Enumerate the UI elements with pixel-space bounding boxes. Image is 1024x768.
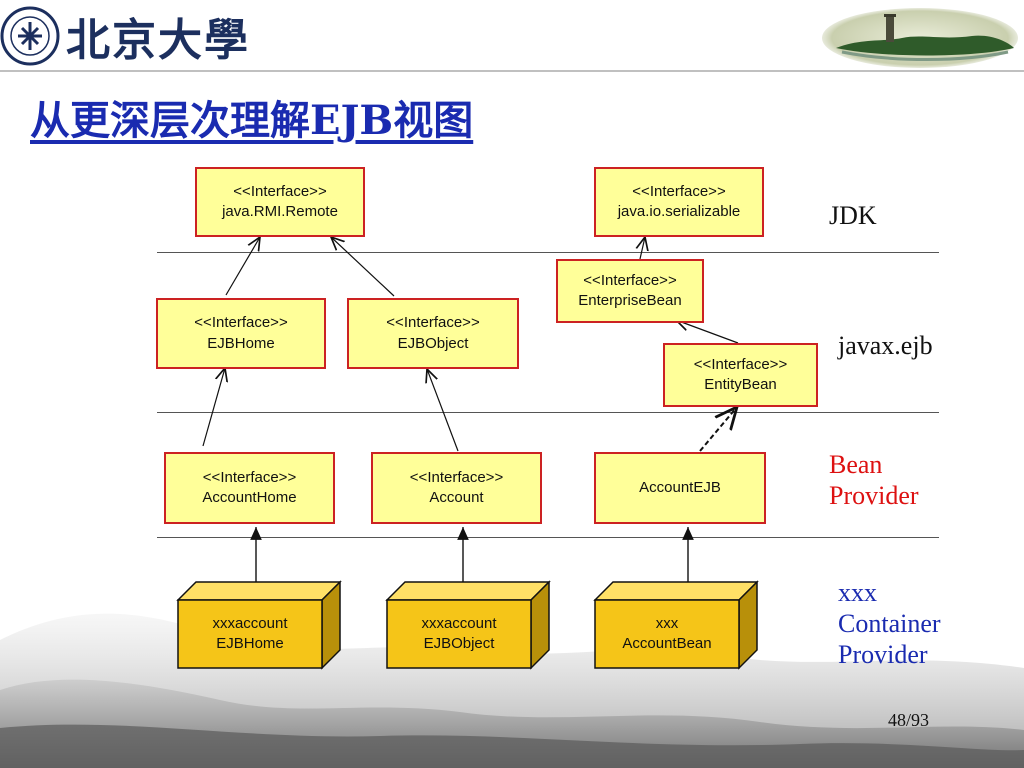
stereotype-label: <<Interface>> bbox=[386, 314, 480, 332]
label-line: Container bbox=[838, 609, 941, 639]
interface-account: <<Interface>> Account bbox=[371, 452, 542, 524]
cube-object-impl bbox=[385, 580, 551, 670]
stereotype-label: <<Interface>> bbox=[194, 314, 288, 332]
cube-line: xxx bbox=[655, 614, 679, 632]
cube-home-impl-label: xxxaccount EJBHome bbox=[178, 600, 322, 668]
label-line: Provider bbox=[829, 481, 919, 511]
interface-accounthome: <<Interface>> AccountHome bbox=[164, 452, 335, 524]
interface-ejbobject: <<Interface>> EJBObject bbox=[347, 298, 519, 369]
stereotype-label: <<Interface>> bbox=[632, 182, 726, 200]
label-line: Bean bbox=[829, 450, 883, 479]
interface-name: EJBObject bbox=[397, 334, 469, 352]
cube-bean-impl-label: xxx AccountBean bbox=[595, 600, 739, 668]
class-accountejb: AccountEJB bbox=[594, 452, 766, 524]
class-name: AccountEJB bbox=[639, 478, 721, 496]
cube-home-impl bbox=[176, 580, 342, 670]
stereotype-label: <<Interface>> bbox=[693, 355, 788, 373]
label-line: xxx bbox=[838, 578, 877, 607]
layer-label-jdk: JDK bbox=[829, 201, 877, 230]
page-title: 从更深层次理解EJB视图 bbox=[30, 97, 474, 144]
interface-name: AccountHome bbox=[202, 489, 297, 506]
arrow-enterprisebean-to-serializable bbox=[640, 237, 645, 260]
arrow-accounthome-to-ejbhome bbox=[202, 368, 225, 447]
layer-divider-jdk bbox=[157, 252, 939, 253]
interface-name: EntityBean bbox=[704, 376, 777, 393]
stereotype-label: <<Interface>> bbox=[583, 271, 677, 289]
arrow-account-to-ejbobject bbox=[427, 369, 459, 452]
arrow-ejbhome-to-remote bbox=[225, 237, 260, 296]
interface-ejbhome: <<Interface>> EJBHome bbox=[156, 298, 326, 369]
university-logo: 北京大學 bbox=[0, 4, 268, 68]
arrow-ejbobject-to-remote bbox=[331, 237, 395, 297]
interface-name: java.io.serializable bbox=[617, 203, 741, 220]
university-seal-icon bbox=[0, 6, 60, 66]
cube-line: xxxaccount bbox=[212, 614, 288, 632]
interface-serializable: <<Interface>> java.io.serializable bbox=[594, 167, 764, 237]
arrow-entitybean-to-enterprisebean bbox=[676, 320, 739, 344]
cube-object-impl-label: xxxaccount EJBObject bbox=[387, 600, 531, 668]
interface-name: EJBHome bbox=[207, 334, 275, 352]
cube-line: EJBHome bbox=[216, 635, 284, 652]
university-name: 北京大學 bbox=[66, 15, 250, 66]
layer-divider-javax bbox=[157, 412, 939, 413]
layer-label-container-provider: xxx Container Provider bbox=[838, 577, 941, 671]
interface-enterprisebean: <<Interface>> EnterpriseBean bbox=[556, 259, 704, 323]
stereotype-label: <<Interface>> bbox=[233, 182, 327, 200]
label-line: Provider bbox=[838, 640, 928, 670]
campus-photo bbox=[822, 8, 1018, 68]
interface-name: Account bbox=[429, 489, 484, 506]
layer-label-javax: javax.ejb bbox=[838, 331, 933, 360]
stereotype-label: <<Interface>> bbox=[202, 468, 297, 486]
interface-remote: <<Interface>> java.RMI.Remote bbox=[195, 167, 365, 237]
header-divider bbox=[0, 70, 1024, 72]
cube-line: xxxaccount bbox=[421, 614, 497, 632]
arrow-accountejb-to-entitybean bbox=[699, 407, 737, 452]
cube-bean-impl bbox=[593, 580, 759, 670]
interface-entitybean: <<Interface>> EntityBean bbox=[663, 343, 818, 407]
cube-line: AccountBean bbox=[622, 635, 712, 652]
page-number: 48/93 bbox=[888, 710, 930, 730]
stereotype-label: <<Interface>> bbox=[409, 468, 504, 486]
layer-label-bean-provider: Bean Provider bbox=[829, 449, 919, 511]
interface-name: EnterpriseBean bbox=[578, 292, 682, 309]
interface-name: java.RMI.Remote bbox=[222, 203, 338, 220]
cube-line: EJBObject bbox=[423, 635, 495, 652]
layer-divider-bean bbox=[157, 537, 939, 538]
